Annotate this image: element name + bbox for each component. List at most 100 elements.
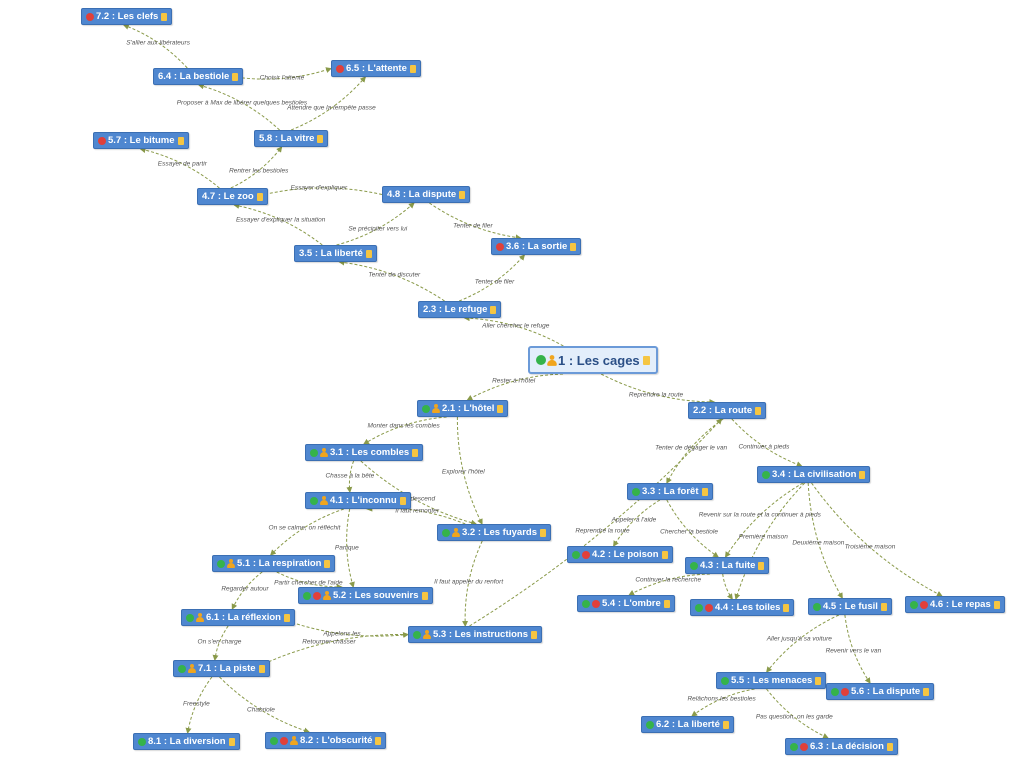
note-icon[interactable] [661,550,668,559]
note-icon[interactable] [993,600,1000,609]
note-icon[interactable] [859,470,866,479]
node-2-1[interactable]: 2.1 : L'hôtel [417,400,509,417]
note-icon[interactable] [497,404,504,413]
node-5-1[interactable]: 5.1 : La respiration [212,555,336,572]
note-icon[interactable] [531,630,538,639]
edge-4_7-5_7[interactable] [139,147,220,189]
node-7-1[interactable]: 7.1 : La piste [173,660,270,677]
node-5-8[interactable]: 5.8 : La vitre [254,130,329,147]
note-icon[interactable] [880,602,887,611]
node-3-4[interactable]: 3.4 : La civilisation [757,466,871,483]
node-4-6[interactable]: 4.6 : Le repas [905,596,1005,613]
edge-2_2-3_4[interactable] [731,418,803,468]
edge-5_8-6_5[interactable] [290,76,367,131]
note-icon[interactable] [256,192,263,201]
note-icon[interactable] [161,12,168,21]
edge-5_1-5_2[interactable] [276,571,343,591]
edge-3_5-4_8[interactable] [336,202,415,246]
edge-4_5-5_6[interactable] [844,614,871,684]
note-icon[interactable] [642,355,650,365]
node-7-2[interactable]: 7.2 : Les clefs [81,8,173,25]
edge-6_1-5_3[interactable] [277,617,409,639]
edge-4_3-5_4[interactable] [628,573,710,596]
node-8-1[interactable]: 8.1 : La diversion [133,733,240,750]
edge-3_4-4_4[interactable] [734,482,806,600]
note-icon[interactable] [886,742,893,751]
edge-1_1-2_3[interactable] [463,315,564,347]
edge-3_1-4_1[interactable] [346,460,355,493]
note-icon[interactable] [399,496,406,505]
node-4-3[interactable]: 4.3 : La fuite [685,557,770,574]
note-icon[interactable] [228,737,235,746]
node-8-2[interactable]: 8.2 : L'obscurité [265,732,387,749]
edge-3_3-4_2[interactable] [613,499,661,547]
node-4-1[interactable]: 4.1 : L'inconnu [305,492,411,509]
node-3-5[interactable]: 3.5 : La liberté [294,245,377,262]
note-icon[interactable] [409,64,416,73]
edge-3_4-4_5[interactable] [807,482,843,599]
node-6-1[interactable]: 6.1 : La réflexion [181,609,295,626]
note-icon[interactable] [783,603,790,612]
node-4-4[interactable]: 4.4 : Les toiles [690,599,795,616]
edge-4_5-5_5[interactable] [766,614,840,673]
edge-4_8-4_7[interactable] [255,187,383,199]
edge-2_1-3_2[interactable] [456,416,483,525]
note-icon[interactable] [755,406,762,415]
edge-2_3-3_6[interactable] [458,254,526,302]
node-3-2[interactable]: 3.2 : Les fuyards [437,524,551,541]
node-5-4[interactable]: 5.4 : L'ombre [577,595,675,612]
node-5-3[interactable]: 5.3 : Les instructions [408,626,543,643]
note-icon[interactable] [663,599,670,608]
node-3-3[interactable]: 3.3 : La forêt [627,483,713,500]
note-icon[interactable] [258,664,265,673]
node-5-2[interactable]: 5.2 : Les souvenirs [298,587,433,604]
note-icon[interactable] [815,676,822,685]
node-6-4[interactable]: 6.4 : La bestiole [153,68,244,85]
note-icon[interactable] [412,448,419,457]
node-5-6[interactable]: 5.6 : La dispute [826,683,935,700]
node-6-3[interactable]: 6.3 : La décision [785,738,898,755]
note-icon[interactable] [758,561,765,570]
edge-5_8-6_4[interactable] [197,83,280,131]
edge-1_1-2_2[interactable] [600,373,716,405]
edge-5_3-7_1[interactable] [253,633,409,670]
edge-3_2-4_1[interactable] [366,505,466,525]
node-6-2[interactable]: 6.2 : La liberté [641,716,734,733]
node-4-5[interactable]: 4.5 : Le fusil [808,598,892,615]
node-2-3[interactable]: 2.3 : Le refuge [418,301,502,318]
note-icon[interactable] [232,72,239,81]
node-4-2[interactable]: 4.2 : Le poison [567,546,673,563]
node-4-7[interactable]: 4.7 : Le zoo [197,188,268,205]
note-icon[interactable] [570,242,577,251]
note-icon[interactable] [317,134,324,143]
edge-2_3-3_5[interactable] [338,259,445,302]
note-icon[interactable] [701,487,708,496]
edge-5_5-6_3[interactable] [766,688,829,739]
edge-4_7-5_8[interactable] [230,146,283,189]
note-icon[interactable] [490,305,497,314]
edge-3_1-3_2[interactable] [360,460,478,526]
edge-3_4-4_3[interactable] [724,482,804,558]
edge-7_1-8_2[interactable] [219,676,310,734]
note-icon[interactable] [324,559,331,568]
edge-4_1-5_2[interactable] [346,508,355,588]
edge-6_4-7_2[interactable] [122,23,188,69]
edge-5_5-6_2[interactable] [691,688,755,717]
note-icon[interactable] [459,190,466,199]
edge-4_3-4_4[interactable] [722,573,733,600]
node-3-6[interactable]: 3.6 : La sortie [491,238,582,255]
note-icon[interactable] [283,613,290,622]
node-2-2[interactable]: 2.2 : La route [688,402,767,419]
node-4-8[interactable]: 4.8 : La dispute [382,186,471,203]
node-3-1[interactable]: 3.1 : Les combles [305,444,424,461]
edge-7_1-8_1[interactable] [185,676,213,734]
node-5-5[interactable]: 5.5 : Les menaces [716,672,827,689]
edge-4_1-5_1[interactable] [270,508,344,556]
note-icon[interactable] [375,736,382,745]
edge-3_3-4_3[interactable] [666,499,719,558]
edge-4_8-3_6[interactable] [429,202,522,241]
note-icon[interactable] [539,528,546,537]
node-5-7[interactable]: 5.7 : Le bitume [93,132,189,149]
note-icon[interactable] [722,720,729,729]
edge-2_2-3_3[interactable] [666,418,724,484]
